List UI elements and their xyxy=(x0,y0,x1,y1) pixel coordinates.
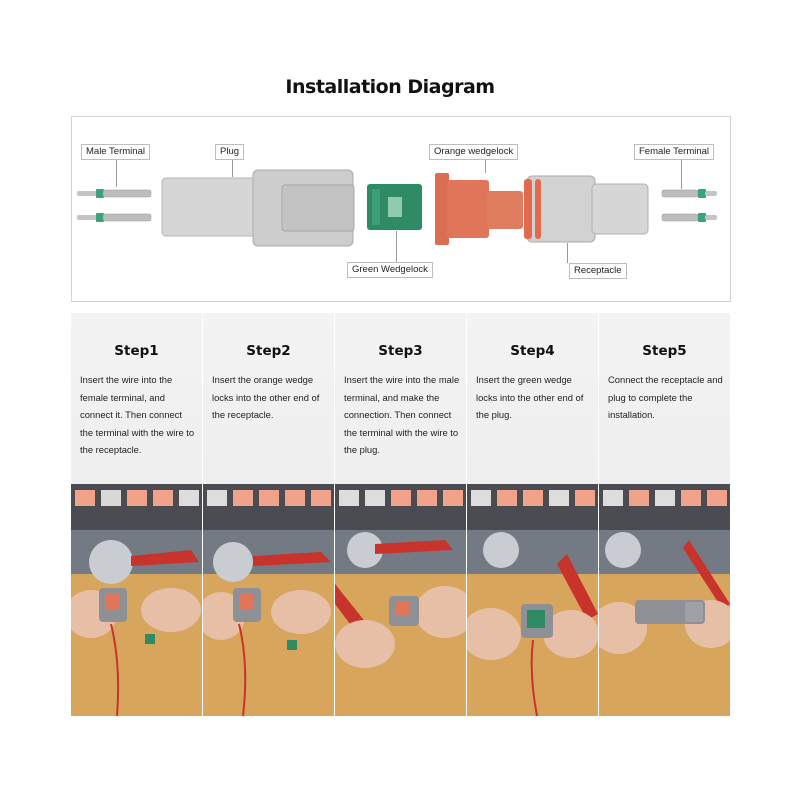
step-card: Step4 Insert the green wedge locks into … xyxy=(467,313,598,716)
step-card: Step1 Insert the wire into the female te… xyxy=(71,313,202,716)
installation-steps: Step1 Insert the wire into the female te… xyxy=(71,313,730,716)
step-title: Step1 xyxy=(114,343,159,359)
plug-body xyxy=(161,169,355,247)
step-photo xyxy=(467,484,598,716)
step-description: Connect the receptacle and plug to compl… xyxy=(608,374,723,420)
step-title: Step3 xyxy=(378,343,423,359)
orange-wedgelock-part xyxy=(435,173,523,245)
leader-line xyxy=(681,159,682,189)
step-card: Step5 Connect the receptacle and plug to… xyxy=(599,313,730,716)
step-photo xyxy=(203,484,334,716)
connector-diagram: Male Terminal Plug Orange wedgelock Fema… xyxy=(71,116,731,302)
step-photo-illustration xyxy=(467,484,598,716)
leader-line xyxy=(232,159,233,177)
female-terminals xyxy=(661,189,717,222)
step-title: Step5 xyxy=(642,343,687,359)
label-plug: Plug xyxy=(215,144,245,160)
female-terminal-pin xyxy=(661,189,717,198)
female-terminal-pin xyxy=(661,213,717,222)
step-description: Insert the wire into the female terminal… xyxy=(80,374,195,455)
label-female-terminal: Female Terminal xyxy=(634,144,715,160)
step-description: Insert the green wedge locks into the ot… xyxy=(476,374,584,420)
page-title: Installation Diagram xyxy=(285,76,495,98)
step-photo xyxy=(71,484,202,716)
connector-parts-illustration xyxy=(77,169,717,247)
step-card: Step2 Insert the orange wedge locks into… xyxy=(203,313,334,716)
step-title: Step4 xyxy=(510,343,555,359)
step-photo-illustration xyxy=(203,484,334,716)
step-card: Step3 Insert the wire into the male term… xyxy=(335,313,466,716)
step-photo-illustration xyxy=(71,484,202,716)
leader-line xyxy=(567,243,568,263)
step-photo-illustration xyxy=(335,484,466,716)
leader-line xyxy=(396,231,397,262)
step-photo xyxy=(335,484,466,716)
label-male-terminal: Male Terminal xyxy=(81,144,150,160)
step-description: Insert the orange wedge locks into the o… xyxy=(212,374,320,420)
leader-line xyxy=(485,159,486,173)
green-wedgelock-part xyxy=(367,184,422,230)
male-terminals xyxy=(77,189,152,222)
label-orange-wedgelock: Orange wedgelock xyxy=(429,144,519,160)
step-description: Insert the wire into the male terminal, … xyxy=(344,374,460,455)
label-receptacle: Receptacle xyxy=(569,263,627,279)
step-photo xyxy=(599,484,730,716)
receptacle-part xyxy=(524,175,649,243)
label-green-wedgelock: Green Wedgelock xyxy=(347,262,433,278)
male-terminal-pin xyxy=(77,213,152,222)
step-title: Step2 xyxy=(246,343,291,359)
step-photo-illustration xyxy=(599,484,730,716)
leader-line xyxy=(116,159,117,187)
male-terminal-pin xyxy=(77,189,152,198)
